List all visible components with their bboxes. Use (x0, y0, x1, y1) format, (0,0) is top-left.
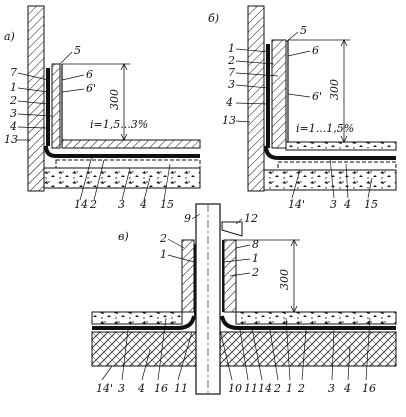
screed-a (55, 159, 201, 169)
top-layer-b (285, 141, 397, 151)
panel-b: б) 300 i=1...1,5% 1 2 7 3 4 13 5 6 6' 14… (208, 5, 397, 211)
top-layer-c-left (91, 311, 183, 325)
top-layer-c-right (235, 311, 397, 325)
bottom-label-c-8: 2 (273, 382, 281, 395)
side-label-b-1: 2 (227, 54, 235, 67)
bottom-leaders-a (79, 155, 171, 201)
bottom-label-b-0: 14' (288, 198, 305, 211)
side-label-b-5: 13 (222, 114, 236, 127)
panel-a-letter: а) (4, 30, 15, 43)
bottom-label-c-9: 1 (286, 382, 293, 395)
side-label-b-4: 4 (225, 96, 233, 109)
top-leaders-b (285, 31, 311, 98)
slab-a (43, 167, 201, 189)
bottom-label-c-3: 16 (154, 382, 168, 395)
side-label-a-2: 2 (9, 94, 17, 107)
top-label-c-3: 1 (160, 248, 167, 261)
panel-c: в) 300 9 12 2 1 8 1 2 14' 3 (91, 203, 397, 395)
top-leaders-c (167, 213, 251, 277)
protective-layer-a (51, 63, 61, 149)
bottom-label-b-2: 4 (343, 198, 351, 211)
side-leaders-a (16, 72, 53, 141)
slab-b (263, 169, 397, 191)
panel-c-letter: в) (118, 230, 129, 243)
umbrella-cap (221, 221, 243, 237)
side-label-a-4: 4 (9, 120, 17, 133)
side-leaders-b (235, 48, 279, 123)
bottom-label-a-1: 2 (89, 198, 97, 211)
bottom-label-c-12: 4 (343, 382, 351, 395)
bottom-label-a-3: 4 (139, 198, 147, 211)
top-label-b-1: 6 (312, 44, 319, 57)
bottom-leaders-b (291, 157, 373, 199)
dimension-b: 300 (328, 79, 341, 100)
top-label-c-4: 8 (252, 238, 259, 251)
bottom-label-a-4: 15 (160, 198, 174, 211)
bottom-leaders-c (101, 317, 371, 381)
bottom-label-c-11: 3 (328, 382, 335, 395)
top-leaders-a (59, 51, 85, 93)
side-label-a-1: 1 (10, 81, 17, 94)
bottom-label-c-2: 4 (137, 382, 145, 395)
dim-arrows-a (120, 63, 128, 141)
sleeve-left-membrane (194, 244, 196, 316)
vertical-membrane-b (266, 44, 270, 148)
bottom-label-b-1: 3 (330, 198, 337, 211)
bottom-label-c-6: 11 (244, 382, 258, 395)
insulation-c-left (91, 331, 197, 367)
wall-b (247, 5, 265, 192)
bottom-label-a-0: 14 (74, 198, 88, 211)
bottom-label-c-13: 16 (362, 382, 376, 395)
panel-b-letter: б) (208, 12, 219, 25)
bottom-label-c-1: 3 (118, 382, 125, 395)
bottom-label-c-0: 14' (96, 382, 113, 395)
side-label-b-3: 3 (228, 78, 235, 91)
dimension-c: 300 (278, 269, 291, 290)
dimension-a: 300 (108, 89, 121, 110)
side-label-b-2: 7 (228, 66, 235, 79)
insulation-c-right (219, 331, 397, 367)
protective-layer-b (271, 39, 287, 149)
top-layer-a (61, 139, 201, 149)
membrane-c-left (92, 315, 196, 330)
panel-a: а) 300 i=1,5...3% 7 1 2 3 4 13 5 6 6' 14… (4, 5, 201, 211)
slope-b: i=1...1,5% (296, 122, 354, 135)
membrane-c-right (220, 315, 396, 330)
sleeve-left (181, 239, 195, 313)
top-label-a-0: 5 (74, 44, 81, 57)
bottom-label-c-7: 14 (258, 382, 272, 395)
bottom-label-a-2: 3 (118, 198, 125, 211)
side-label-a-3: 3 (10, 107, 17, 120)
top-label-a-1: 6 (86, 68, 93, 81)
top-label-c-6: 2 (251, 266, 259, 279)
bottom-label-c-5: 10 (228, 382, 242, 395)
vertical-membrane-a (46, 68, 50, 146)
sleeve-right-membrane (222, 240, 224, 312)
slope-a: i=1,5...3% (90, 118, 148, 131)
bottom-label-b-3: 15 (364, 198, 378, 211)
dim-arrows-b (340, 39, 348, 143)
top-label-b-2: 6' (312, 90, 322, 103)
bottom-label-c-4: 11 (174, 382, 188, 395)
screed-b (277, 161, 397, 171)
side-label-a-0: 7 (10, 66, 17, 79)
side-label-b-0: 1 (228, 42, 235, 55)
roof-membrane-a (44, 145, 200, 158)
dim-arrows-c (290, 239, 298, 313)
side-label-a-5: 13 (4, 133, 18, 146)
bottom-label-c-10: 2 (297, 382, 305, 395)
top-label-c-1: 12 (244, 212, 258, 225)
top-label-c-0: 9 (184, 212, 191, 225)
top-label-c-2: 2 (159, 232, 167, 245)
top-label-b-0: 5 (300, 24, 307, 37)
wall-a (27, 5, 45, 192)
top-label-c-5: 1 (252, 252, 259, 265)
top-label-a-2: 6' (86, 82, 96, 95)
roof-membrane-b (264, 145, 396, 160)
